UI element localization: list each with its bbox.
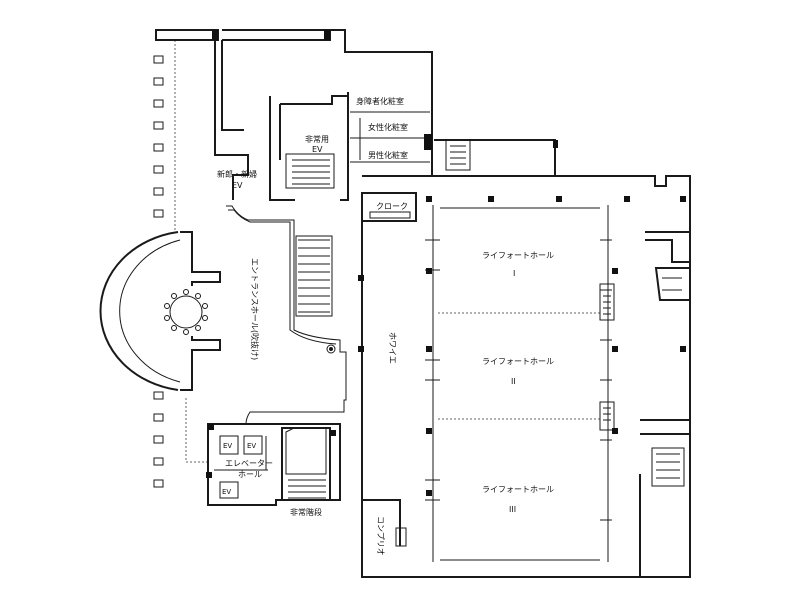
label-ev-c: EV (222, 488, 231, 496)
label-hall-3-name: ライフォートホール (482, 485, 554, 494)
label-hall-1-name: ライフォートホール (482, 251, 554, 260)
label-elevator-hall: エレベーター (225, 459, 273, 468)
label-foyer: ホワイエ (388, 332, 397, 364)
structural-columns (358, 196, 686, 496)
label-emergency-stairs: 非常階段 (290, 507, 322, 517)
emergency-ev-stair (285, 153, 335, 189)
exterior-windows (153, 55, 164, 488)
main-building-walls (361, 175, 691, 578)
label-entrance-hall: エントランスホール(吹抜け) (250, 258, 260, 360)
label-emergency-ev: 非常用 (305, 134, 329, 144)
comprio-block (362, 499, 407, 547)
label-groom-bride-ev-2: EV (232, 181, 243, 190)
label-ev-b: EV (247, 442, 256, 450)
label-emergency-ev-2: EV (312, 145, 323, 154)
label-hall-1-num: I (513, 269, 515, 278)
label-disabled-restroom: 身障者化粧室 (356, 96, 404, 106)
label-comprio: コンプリオ (376, 516, 385, 556)
label-hall-3-num: III (509, 505, 516, 514)
label-cloak: クローク (376, 202, 408, 211)
label-mens-restroom: 男性化粧室 (368, 150, 408, 160)
label-hall-2-name: ライフォートホール (482, 357, 554, 366)
label-ev-a: EV (223, 442, 232, 450)
label-hall-2-num: II (511, 377, 516, 386)
upper-block-walls (155, 29, 433, 201)
right-service-core (640, 231, 691, 487)
emergency-stairs-block (281, 427, 336, 501)
atrium-outline (226, 205, 347, 425)
hall-2: ライフォートホール II (482, 357, 554, 386)
elevator-hall-block (206, 423, 341, 506)
restroom-stair (445, 139, 471, 171)
exterior-dotted-edge (174, 40, 210, 463)
hall-3: ライフォートホール III (482, 485, 554, 514)
label-womens-restroom: 女性化粧室 (368, 122, 408, 132)
label-groom-bride-ev: 新郎・新婦 (217, 169, 257, 179)
label-elevator-hall-2: ホール (238, 470, 262, 479)
rotunda (99, 231, 221, 391)
hall-1: ライフォートホール I (482, 251, 554, 278)
hall-side-stairs (599, 283, 615, 431)
